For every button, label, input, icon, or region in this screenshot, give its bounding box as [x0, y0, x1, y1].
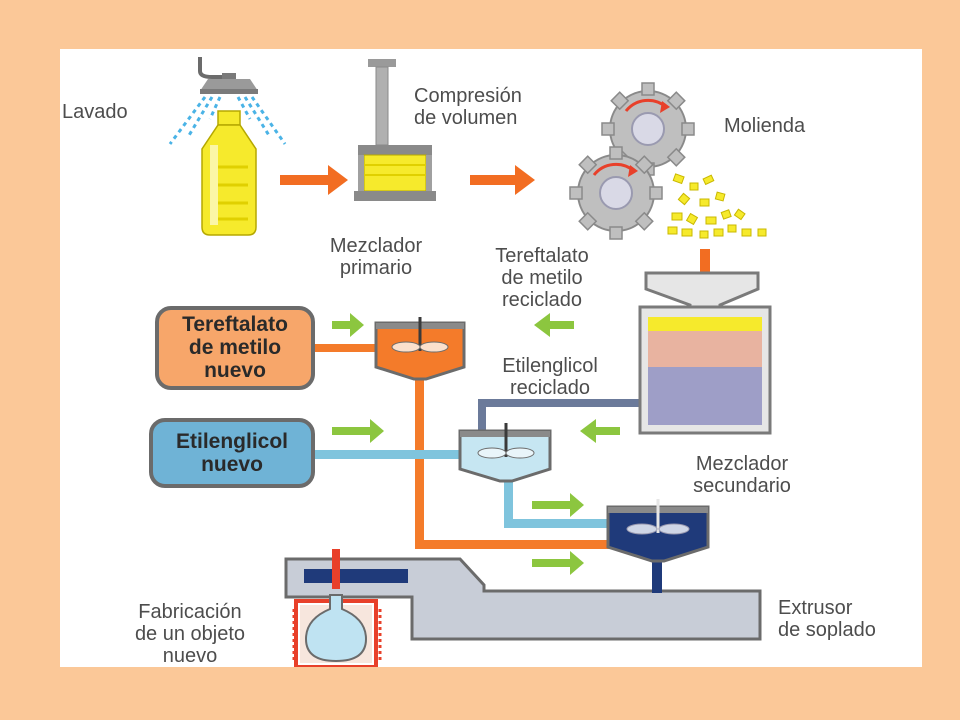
- pipe-glycol-down: [504, 479, 513, 527]
- secondary-mixer-icon: [606, 499, 710, 563]
- pipe-mixer1-down: [415, 379, 424, 549]
- pipe-mixer2-down: [652, 559, 662, 589]
- pipe-hopper-glycol: [478, 399, 640, 407]
- label-extrusor: Extrusor de soplado: [778, 597, 876, 641]
- compression-press-icon: [354, 59, 436, 201]
- water-spray: [168, 96, 287, 145]
- pipes: [315, 344, 662, 589]
- arrow-glycol-new-in: [332, 419, 384, 443]
- arrow-glycol-recycled-in: [580, 419, 620, 443]
- tereftalato-nuevo-label: Tereftalato de metilo nuevo: [182, 313, 288, 382]
- label-tereftalato-reciclado: Tereftalato de metilo reciclado: [495, 245, 589, 311]
- arrow-to-extruder: [532, 551, 584, 575]
- label-lavado: Lavado: [62, 101, 128, 123]
- label-fabricacion: Fabricación de un objeto nuevo: [134, 601, 246, 667]
- etilenglicol-nuevo-label: Etilenglicol nuevo: [175, 430, 288, 476]
- label-compresion: Compresión de volumen: [414, 85, 522, 129]
- diagram-panel: Tereftalato de metilo nuevo Etilenglicol…: [60, 49, 922, 667]
- arrow-press-to-grind: [470, 165, 535, 195]
- glycol-mixer-icon: [458, 423, 552, 483]
- recycling-process-diagram: [168, 57, 772, 667]
- arrow-to-mixer2: [532, 493, 584, 517]
- pipe-glycol-across: [504, 519, 612, 528]
- arrow-pet-recycled-in: [534, 313, 574, 337]
- label-etilenglicol-reciclado: Etilenglicol reciclado: [502, 355, 598, 399]
- plastic-bottle-icon: [201, 110, 257, 236]
- arrow-wash-to-press: [280, 165, 348, 195]
- etilenglicol-nuevo-box: [149, 418, 315, 488]
- tereftalato-nuevo-box: [155, 306, 315, 390]
- pipe-hopper-glycol-down: [478, 399, 486, 431]
- label-molienda: Molienda: [724, 115, 806, 137]
- green-arrows: [332, 313, 620, 575]
- primary-mixer-icon: [374, 317, 466, 381]
- hopper-icon: [638, 271, 772, 435]
- pipe-glycol-to-mixer: [315, 450, 461, 459]
- pipe-mixer1-across: [415, 540, 610, 549]
- bottle-mold-icon: [292, 549, 382, 667]
- grinding-gears-icon: [569, 82, 695, 240]
- shower-head-icon: [198, 57, 258, 94]
- label-mezclador-secundario: Mezclador secundario: [693, 453, 791, 497]
- plastic-flakes-icon: [667, 173, 767, 239]
- pipe-pet-to-mixer1: [315, 344, 377, 352]
- blow-extruder-icon: [284, 557, 762, 641]
- label-mezclador-primario: Mezclador primario: [329, 235, 423, 279]
- arrow-pet-new-in: [332, 313, 364, 337]
